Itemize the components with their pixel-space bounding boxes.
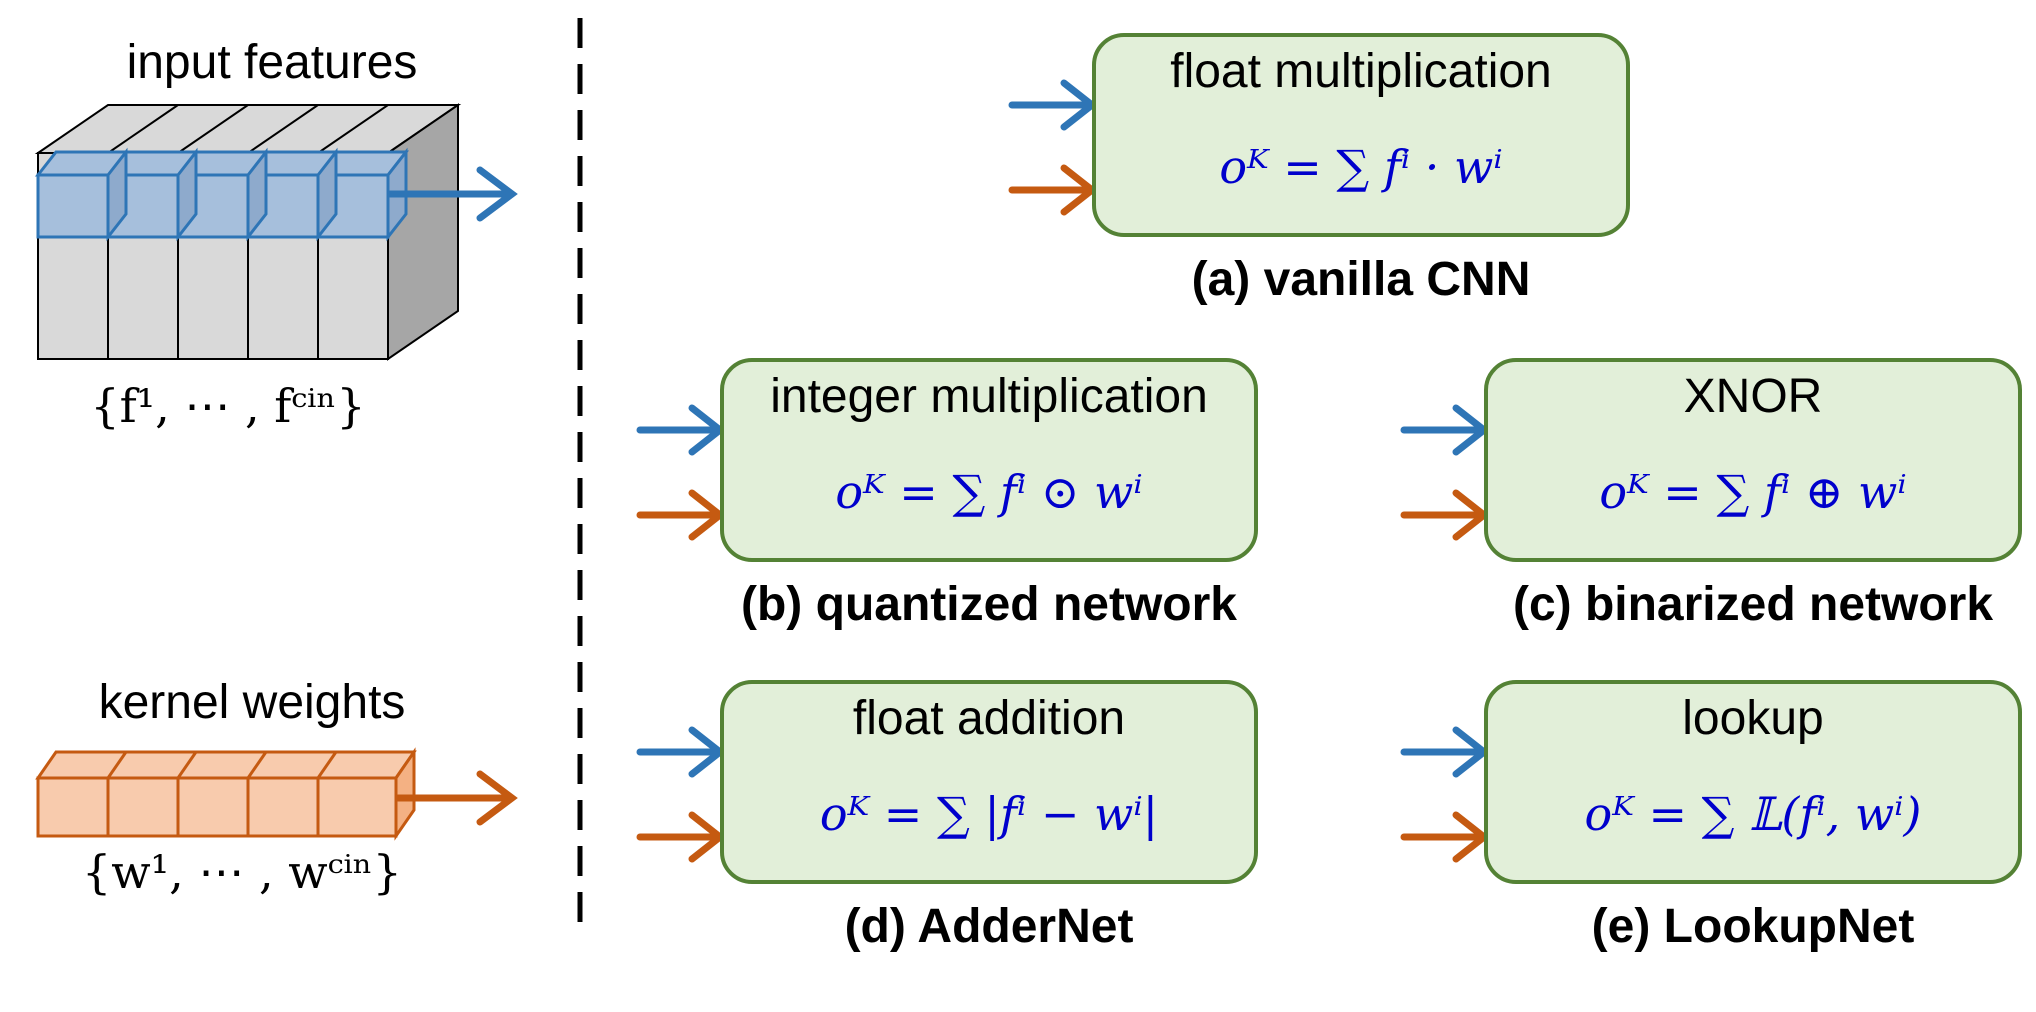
op-c-caption: (c) binarized network (1513, 578, 1993, 631)
op-e-box (1484, 680, 2022, 884)
op-e-name: lookup (1682, 692, 1823, 745)
op-b-name: integer multiplication (770, 370, 1208, 423)
op-c-weight-arrow (1400, 489, 1490, 541)
op-a-weight-arrow (1008, 164, 1098, 216)
op-d-feature-arrow (636, 726, 726, 778)
op-a-feature-arrow (1008, 79, 1098, 131)
op-a-caption: (a) vanilla CNN (1192, 253, 1531, 306)
kernel-set-label: {w¹, ⋯ , wᶜⁱⁿ} (82, 845, 402, 899)
operation-b: integer multiplication oᴷ = ∑ fⁱ ⊙ wⁱ (b) … (636, 358, 1258, 631)
op-b-caption: (b) quantized network (741, 578, 1237, 631)
op-b-formula: oᴷ = ∑ fⁱ ⊙ wⁱ (835, 465, 1142, 519)
operation-c: XNOR oᴷ = ∑ fⁱ ⊕ wⁱ (c) binarized network (1400, 358, 2022, 631)
op-c-feature-arrow (1400, 404, 1490, 456)
op-b-box (720, 358, 1258, 562)
op-e-weight-arrow (1400, 811, 1490, 863)
op-c-formula: oᴷ = ∑ fⁱ ⊕ wⁱ (1599, 465, 1906, 519)
op-d-formula: oᴷ = ∑ |fⁱ − wⁱ| (820, 787, 1158, 841)
operation-boxes: float multiplication oᴷ = ∑ fⁱ · wⁱ (a) va… (636, 33, 2022, 953)
op-d-box (720, 680, 1258, 884)
op-a-formula: oᴷ = ∑ fⁱ · wⁱ (1219, 140, 1502, 194)
input-features-block (34, 103, 462, 361)
op-d-name: float addition (853, 692, 1125, 745)
operation-d: float addition oᴷ = ∑ |fⁱ − wⁱ| (d) AdderN… (636, 680, 1258, 953)
weight-arrow (394, 770, 518, 826)
kernel-weights-title: kernel weights (99, 676, 406, 729)
op-a-box (1092, 33, 1630, 237)
operation-a: float multiplication oᴷ = ∑ fⁱ · wⁱ (a) va… (1008, 33, 1630, 306)
input-set-label: {f¹, ⋯ , fᶜⁱⁿ} (90, 379, 365, 433)
input-highlight-slice (34, 147, 410, 242)
op-e-formula: oᴷ = ∑ 𝕃(fⁱ, wⁱ) (1585, 787, 1922, 841)
operation-e: lookup oᴷ = ∑ 𝕃(fⁱ, wⁱ) (e) LookupNet (1400, 680, 2022, 953)
op-c-box (1484, 358, 2022, 562)
op-d-caption: (d) AdderNet (845, 900, 1134, 953)
op-b-feature-arrow (636, 404, 726, 456)
kernel-weights-block (35, 747, 417, 841)
op-d-weight-arrow (636, 811, 726, 863)
input-block-top-face (34, 104, 462, 154)
feature-arrow (386, 166, 518, 222)
op-a-name: float multiplication (1170, 45, 1552, 98)
op-b-weight-arrow (636, 489, 726, 541)
op-e-caption: (e) LookupNet (1592, 900, 1915, 953)
op-e-feature-arrow (1400, 726, 1490, 778)
left-panel: input features (34, 36, 518, 899)
op-c-name: XNOR (1684, 370, 1823, 423)
input-features-title: input features (127, 36, 418, 89)
